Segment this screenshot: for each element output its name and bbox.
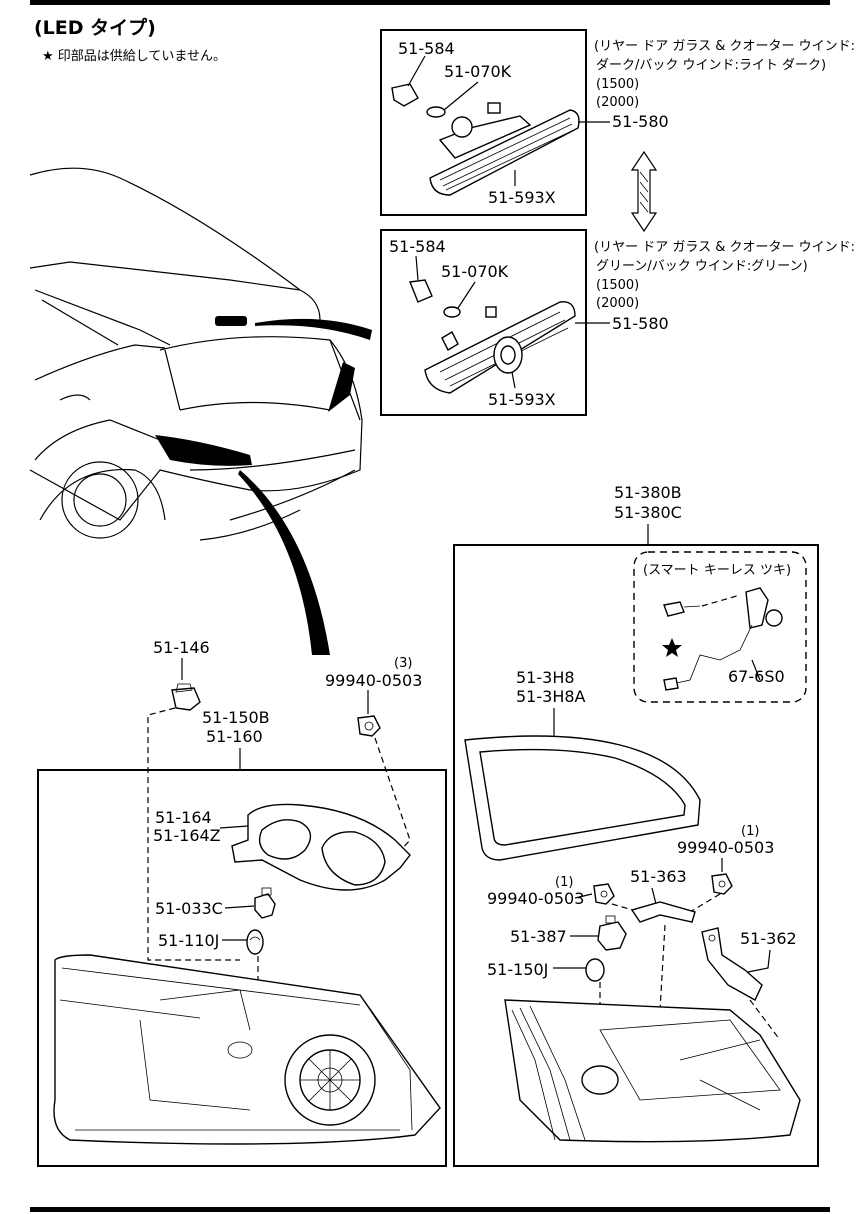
label-51-033c: 51-033C (155, 899, 223, 918)
label-51-380b: 51-380B (614, 483, 682, 502)
label-51-362: 51-362 (740, 929, 797, 948)
nut-right-a (593, 883, 615, 905)
nut-right-b (711, 873, 733, 895)
label-51-150j: 51-150J (487, 960, 548, 979)
label-51-380c: 51-380C (614, 503, 682, 522)
label-nut-qty: (3) (394, 656, 412, 671)
top-rule (30, 0, 830, 5)
label-51-363: 51-363 (630, 867, 687, 886)
bottom-rule (30, 1207, 830, 1212)
label-51-3h8: 51-3H8 (516, 668, 575, 687)
label-nut-a-part: 99940-0503 (487, 889, 584, 908)
label-51-3h8a: 51-3H8A (516, 687, 586, 706)
leader-to-tail-lamp (238, 470, 330, 655)
label-51-387: 51-387 (510, 927, 567, 946)
nut-left (357, 715, 381, 737)
opt2-desc-3: (1500) (596, 278, 639, 293)
socket-51-387 (597, 915, 627, 951)
bulb-51-150j (585, 958, 605, 982)
opt1-desc-1: (リヤー ドア ガラス & クオーター ウインド: (594, 39, 855, 54)
opt1-label-assembly: 51-580 (612, 112, 669, 131)
opt1-desc-4: (2000) (596, 95, 639, 110)
double-arrow-icon (630, 150, 658, 233)
label-51-110j: 51-110J (158, 931, 219, 950)
opt2-desc-4: (2000) (596, 296, 639, 311)
opt1-label-lens: 51-593X (488, 188, 556, 207)
high-mount-lamp-on-car (215, 316, 247, 326)
label-nut-b-part: 99940-0503 (677, 838, 774, 857)
gasket-51-164 (231, 803, 411, 891)
cover-51-362 (701, 927, 763, 1001)
opt1-desc-3: (1500) (596, 77, 639, 92)
high-mount-lamp-green (409, 279, 576, 394)
rear-lamp-right-on-car (328, 362, 355, 412)
opt1-label-bulb-socket: 51-584 (398, 39, 455, 58)
label-nut-a-qty: (1) (555, 875, 573, 890)
label-51-160: 51-160 (206, 727, 263, 746)
high-mount-lamp-dark (391, 83, 580, 196)
bulb-51-110j (246, 929, 264, 955)
star-note: ★ 印部品は供給していません。 (42, 49, 226, 64)
label-67-6s0: 67-6S0 (728, 667, 785, 686)
socket-51-033c (254, 887, 276, 919)
keyless-harness (663, 587, 783, 691)
opt2-label-bulb-socket: 51-584 (389, 237, 446, 256)
tail-lamp-on-car (155, 435, 252, 466)
opt2-label-assembly: 51-580 (612, 314, 669, 333)
opt2-desc-2: グリーン/バック ウインド:グリーン) (596, 259, 808, 274)
label-nut-part: 99940-0503 (325, 671, 422, 690)
smart-keyless-box (633, 551, 807, 703)
gasket-51-3h8 (464, 735, 701, 861)
opt2-desc-1: (リヤー ドア ガラス & クオーター ウインド: (594, 240, 855, 255)
left-lamp-box (37, 769, 447, 1167)
opt2-label-bulb: 51-070K (441, 262, 509, 281)
keyless-title: (スマート キーレス ツキ) (643, 563, 791, 578)
rear-combination-lamp-left (53, 954, 441, 1145)
label-51-146: 51-146 (153, 638, 210, 657)
socket-51-146 (171, 683, 201, 711)
rear-lamp-inner (504, 999, 801, 1143)
diagram-title: (LED タイプ) (34, 16, 156, 39)
opt2-label-lens: 51-593X (488, 390, 556, 409)
label-51-164: 51-164 (155, 808, 212, 827)
opt1-desc-2: ダーク/バック ウインド:ライト ダーク) (596, 58, 826, 73)
opt1-label-bulb: 51-070K (444, 62, 512, 81)
right-lamp-box (453, 544, 819, 1167)
label-51-150b: 51-150B (202, 708, 270, 727)
label-51-164z: 51-164Z (153, 826, 221, 845)
label-nut-b-qty: (1) (741, 824, 759, 839)
car-illustration (29, 167, 372, 655)
bracket-51-363 (630, 901, 696, 923)
star-icon (662, 638, 682, 657)
leader-to-high-mount (255, 318, 372, 340)
